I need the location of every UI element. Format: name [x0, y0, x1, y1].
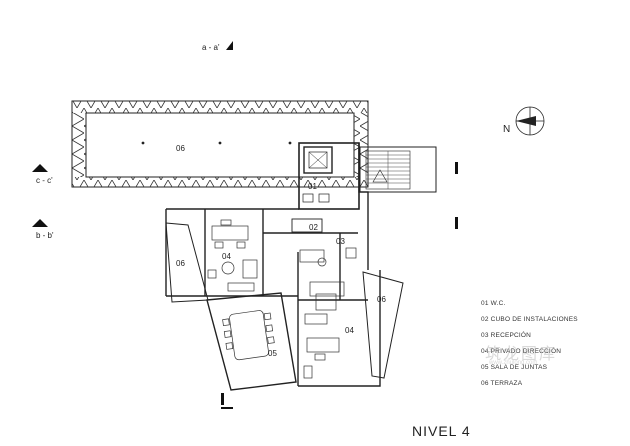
section-marker-cc: c - c'	[32, 164, 53, 185]
legend-item: 03 RECEPCIÓN	[481, 332, 532, 339]
office-right: 04	[303, 313, 354, 379]
room-label-terrace-top: 06	[176, 144, 185, 153]
room-label-meeting: 05	[268, 349, 277, 358]
legend-item: 04 PRIVADO DIRECCIÓN	[481, 348, 562, 355]
meeting-room: 05	[206, 292, 297, 391]
room-label-terrace-right: 06	[377, 295, 386, 304]
section-marker-right-bottom	[455, 217, 458, 229]
section-marker-aa: a - a'	[202, 41, 233, 52]
room-label-office-left: 04	[222, 252, 231, 261]
room-label-wc: 01	[308, 182, 317, 191]
stair	[359, 146, 437, 193]
section-marker-right-top	[455, 162, 458, 174]
terrace-left: 06	[165, 222, 209, 303]
room-label-terrace-left: 06	[176, 259, 185, 268]
legend-item: 02 CUBO DE INSTALACIONES	[481, 316, 578, 323]
terrace-right: 06	[362, 271, 404, 379]
section-label-cc: c - c'	[36, 176, 53, 185]
legend: 01 W.C. 02 CUBO DE INSTALACIONES 03 RECE…	[481, 296, 621, 392]
watermark-main: 筑龙图库	[485, 346, 558, 363]
watermark-sub: www.zhulong.com	[489, 360, 538, 366]
section-label-bb: b - b'	[36, 231, 54, 240]
terrace-top: 06	[71, 100, 369, 188]
watermark: 筑龙图库 www.zhulong.com	[455, 336, 595, 372]
legend-item: 05 SALA DE JUNTAS	[481, 364, 548, 371]
room-label-shaft: 02	[309, 223, 318, 232]
section-label-aa: a - a'	[202, 43, 220, 52]
office-left	[207, 219, 258, 292]
room-label-reception: 03	[336, 237, 345, 246]
section-marker-bb: b - b'	[32, 219, 54, 240]
section-marker-bottom	[221, 393, 233, 409]
north-arrow-icon: N	[503, 106, 545, 136]
reception: 03	[299, 237, 357, 311]
room-label-office-right: 04	[345, 326, 354, 335]
level-title: NIVEL 4	[412, 423, 471, 439]
north-label: N	[503, 124, 510, 135]
walls	[165, 143, 381, 387]
legend-item: 01 W.C.	[481, 300, 506, 307]
legend-item: 06 TERRAZA	[481, 380, 523, 387]
